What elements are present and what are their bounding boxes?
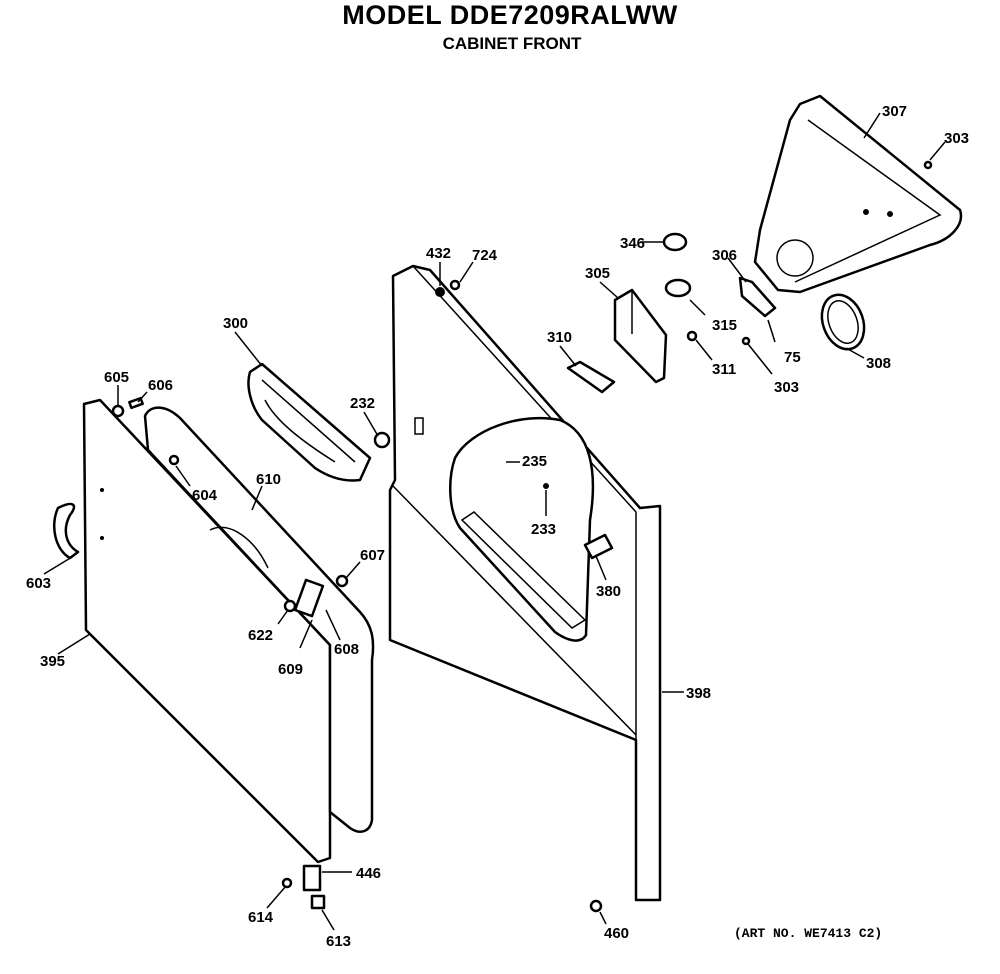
callout-307: 307 [882, 103, 907, 120]
callout-303-top: 303 [944, 130, 969, 147]
switch-380 [583, 533, 614, 560]
strike-608 [293, 578, 325, 618]
part-233 [543, 483, 549, 489]
callout-608: 608 [334, 641, 359, 658]
diagram-subtitle: CABINET FRONT [442, 34, 582, 53]
callout-605: 605 [104, 369, 129, 386]
rear-duct-307 [753, 94, 963, 294]
part-460 [589, 899, 603, 913]
callout-724: 724 [472, 247, 498, 264]
callout-604: 604 [192, 487, 218, 504]
screw-303 [741, 336, 751, 346]
diagram-title: MODEL DDE7209RALWW [342, 0, 678, 30]
part-607 [335, 574, 349, 588]
callout-346: 346 [620, 235, 645, 252]
callout-311: 311 [712, 361, 736, 378]
callout-609: 609 [278, 661, 303, 678]
callout-310: 310 [547, 329, 572, 346]
leader-lines [43, 112, 946, 931]
lint-filter-300 [247, 362, 372, 482]
part-346 [662, 232, 688, 252]
part-724 [449, 279, 461, 291]
part-605 [111, 404, 125, 418]
part-232 [373, 431, 391, 449]
part-306 [738, 276, 777, 318]
callout-607: 607 [360, 547, 385, 564]
callout-75: 75 [784, 349, 801, 366]
callout-306: 306 [712, 247, 737, 264]
callout-315: 315 [712, 317, 737, 334]
callout-613: 613 [326, 933, 351, 950]
seal-ring-308 [820, 293, 866, 351]
small-parts [53, 160, 933, 913]
callout-labels: 307 303 346 306 305 432 724 315 310 311 … [26, 103, 969, 950]
part-622 [283, 599, 297, 613]
hinge-446 [302, 864, 322, 892]
callout-395: 395 [40, 653, 65, 670]
part-604 [168, 454, 180, 466]
part-315 [664, 278, 692, 298]
callout-606: 606 [148, 377, 173, 394]
screw-614 [281, 877, 293, 889]
callout-305: 305 [585, 265, 610, 282]
callout-303: 303 [774, 379, 799, 396]
callout-610: 610 [256, 471, 281, 488]
part-613 [310, 894, 326, 910]
callout-233: 233 [531, 521, 556, 538]
callout-398: 398 [686, 685, 711, 702]
callout-380: 380 [596, 583, 621, 600]
callout-614: 614 [248, 909, 274, 926]
callout-232: 232 [350, 395, 375, 412]
callout-432: 432 [426, 245, 451, 262]
cabinet-front-panel-398 [388, 264, 662, 902]
bracket-310 [566, 360, 616, 394]
handle-603 [53, 502, 80, 560]
door-panel-395 [82, 398, 375, 864]
callout-308: 308 [866, 355, 891, 372]
callout-300: 300 [223, 315, 248, 332]
screw-303-top [923, 160, 933, 170]
callout-446: 446 [356, 865, 381, 882]
bracket-305 [613, 288, 668, 384]
callout-622: 622 [248, 627, 273, 644]
art-number: (ART NO. WE7413 C2) [734, 926, 883, 941]
part-311 [686, 330, 698, 342]
callout-603: 603 [26, 575, 51, 592]
callout-235: 235 [522, 453, 547, 470]
callout-460: 460 [604, 925, 629, 942]
